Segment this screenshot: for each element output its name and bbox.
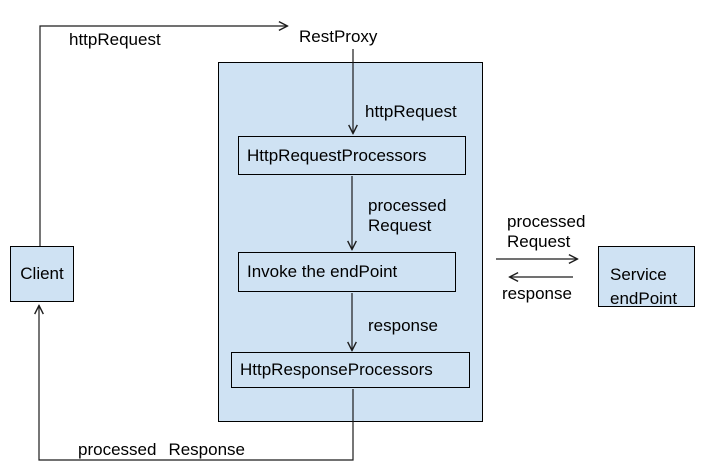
- invoke-endpoint-node: Invoke the endPoint: [238, 252, 456, 292]
- invoke-endpoint-label: Invoke the endPoint: [247, 262, 398, 281]
- processed-request-inner-line2: Request: [368, 216, 432, 235]
- processed-request-right-line1: processed: [507, 212, 586, 231]
- processed-request-right-label: processed Request: [507, 212, 585, 252]
- http-request-processors-label: HttpRequestProcessors: [247, 145, 427, 165]
- client-node: Client: [10, 246, 74, 302]
- http-request-top-label: httpRequest: [69, 30, 161, 49]
- service-endpoint-label-line1: Service: [610, 265, 667, 284]
- restproxy-title-label: RestProxy: [299, 27, 378, 46]
- service-endpoint-label-line2: endPoint: [610, 289, 678, 306]
- processed-request-right-line2: Request: [507, 232, 571, 251]
- http-request-processors-node: HttpRequestProcessors: [238, 136, 466, 175]
- processed-response-word2: Response: [168, 440, 245, 459]
- processed-request-inner-label: processed Request: [368, 196, 446, 236]
- processed-request-inner-line1: processed: [368, 196, 447, 215]
- http-response-processors-node: HttpResponseProcessors: [231, 352, 470, 388]
- service-endpoint-node: Service endPoint: [598, 246, 695, 307]
- service-endpoint-text: Service endPoint: [599, 247, 694, 306]
- http-request-inner-label: httpRequest: [365, 102, 457, 121]
- client-node-label: Client: [20, 264, 64, 283]
- http-response-processors-label: HttpResponseProcessors: [240, 360, 433, 379]
- processed-response-bottom-label: processed Response: [78, 440, 245, 460]
- response-right-label: response: [502, 284, 572, 303]
- processed-response-word1: processed: [78, 440, 157, 459]
- response-inner-label: response: [368, 316, 438, 335]
